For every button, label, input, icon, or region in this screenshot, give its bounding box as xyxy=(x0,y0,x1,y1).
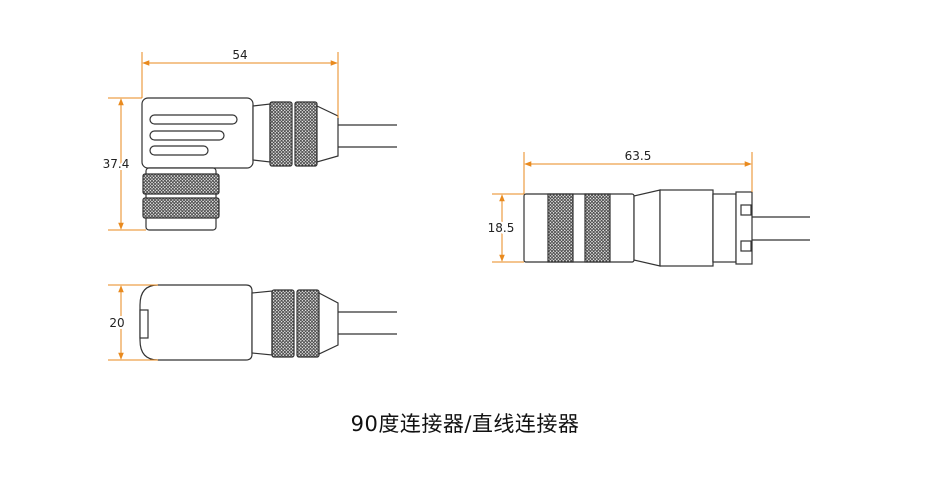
angled-body-slots xyxy=(149,114,238,156)
straight-end-cap-slot-1 xyxy=(740,204,752,216)
dimension-37-4-label: 37.4 xyxy=(103,157,130,171)
straight-taper xyxy=(633,189,661,267)
straight-cable xyxy=(752,216,810,241)
angled-front-knurl-ring-1 xyxy=(269,101,293,167)
dimension-37-4 xyxy=(108,97,146,231)
straight-connector xyxy=(523,189,810,267)
straight-end-cap-slot-2 xyxy=(740,240,752,252)
angled-front-neck xyxy=(252,103,271,163)
angled-side-notch xyxy=(139,309,149,339)
angled-front-down-knurl-2 xyxy=(142,197,220,219)
straight-end-cap xyxy=(735,191,753,265)
straight-coupling-nut xyxy=(523,193,635,263)
straight-knurl-ring-1 xyxy=(547,193,574,263)
angled-front-down-knurl-1 xyxy=(142,173,220,195)
angled-side-neck xyxy=(251,290,273,356)
angled-connector-front xyxy=(141,97,397,231)
straight-knurl-ring-2 xyxy=(584,193,611,263)
dimension-18-5-label: 18.5 xyxy=(488,221,515,235)
straight-main-body xyxy=(659,189,714,267)
dimension-54 xyxy=(141,52,339,118)
angled-side-tail xyxy=(318,292,339,355)
angled-connector-side xyxy=(139,284,397,361)
straight-rear-body xyxy=(712,193,737,263)
angled-side-body xyxy=(139,284,253,361)
dimension-18-5 xyxy=(492,193,524,263)
angled-side-cable xyxy=(338,311,397,335)
dimension-63-5-label: 63.5 xyxy=(625,149,652,163)
dimension-54-label: 54 xyxy=(232,48,247,62)
drawing-caption: 90度连接器/直线连接器 xyxy=(350,412,580,436)
angled-side-knurl-ring-2 xyxy=(296,289,320,358)
dimension-20-label: 20 xyxy=(109,316,124,330)
dimension-63-5 xyxy=(523,152,753,194)
angled-side-knurl-ring-1 xyxy=(271,289,295,358)
angled-front-tail xyxy=(316,105,339,163)
dimension-20 xyxy=(108,284,158,361)
angled-front-cable xyxy=(338,124,397,148)
angled-front-knurl-ring-2 xyxy=(294,101,318,167)
